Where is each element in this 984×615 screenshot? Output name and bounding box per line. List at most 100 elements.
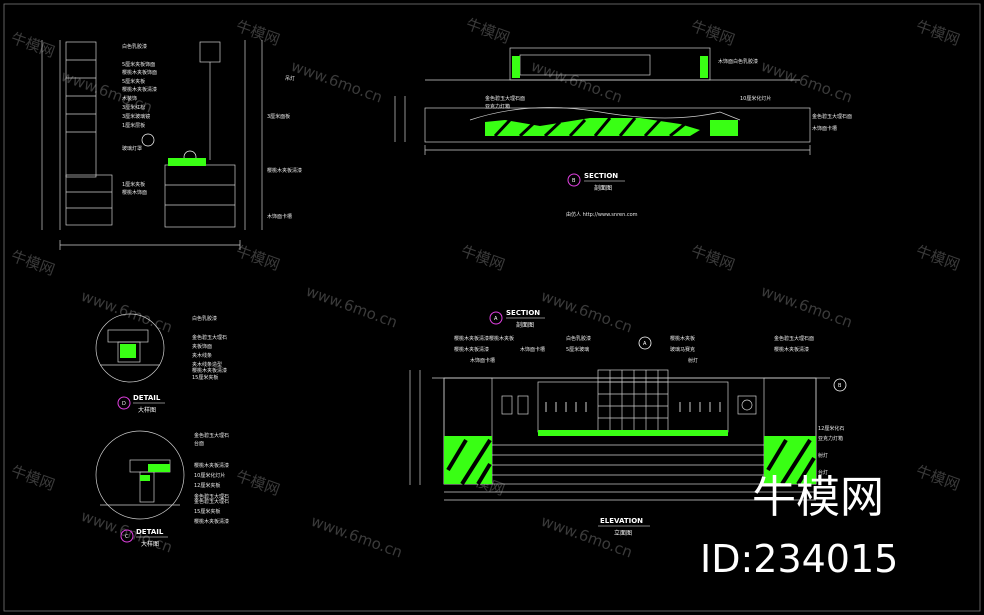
detail-2-title-block: C DETAIL 大样图	[120, 528, 168, 548]
detail-2-label: 台面	[194, 440, 204, 447]
elevation-label: 5厘米玻璃	[566, 346, 589, 353]
elevation-label: 台灯	[818, 469, 828, 476]
section-b-green-block	[710, 120, 738, 136]
section-a-label: 木装饰	[122, 95, 137, 102]
elevation-hatch	[446, 438, 816, 486]
section-b-subtitle: 剖面图	[594, 184, 612, 192]
section-a-labels: 白色乳胶漆 5厘米夹板饰面 樱桃木夹板饰面 5厘米夹板 樱桃木夹板清漆 木装饰 …	[122, 43, 302, 220]
drawing-border	[3, 3, 981, 612]
detail-2-green	[148, 464, 170, 472]
section-a-label: 3厘米红松	[122, 104, 145, 111]
detail-1-title: DETAIL	[133, 394, 161, 402]
elevation-title-block: ELEVATION 立面图	[598, 517, 650, 537]
detail-1-drawing	[95, 313, 165, 383]
section-b-label: 木饰面卡槽	[812, 125, 837, 132]
elevation-label: 射灯	[688, 357, 698, 364]
detail-1-label: 15厘米夹板	[192, 374, 218, 381]
elevation-labels-right: 12厘米化石 亚克力灯箱 射灯 台灯	[818, 425, 844, 476]
section-b-credit: 由仿人 http://www.snren.com	[566, 211, 638, 218]
detail-1-subtitle: 大样图	[138, 406, 156, 414]
elevation-label: 玻璃马赛克	[670, 346, 695, 353]
watermark-brand: 牛模网	[689, 242, 737, 274]
section-b-green-fill	[485, 118, 700, 136]
watermark-brand: 牛模网	[689, 17, 737, 49]
elevation-labels-top: 樱桃木夹板清漆 樱桃木夹板清漆 樱桃木夹板 木饰面卡槽 白色乳胶漆 5厘米玻璃 …	[454, 335, 814, 364]
elevation-label: 樱桃木夹板	[670, 335, 695, 342]
detail-2-label: 10厘米化灯片	[194, 472, 225, 479]
watermark-brand: 牛模网	[914, 17, 962, 49]
detail-2-label: 樱桃木夹板清漆	[194, 518, 229, 525]
elevation-label: 射灯	[818, 452, 828, 459]
detail-1-label: 金色碧玉大理石	[192, 334, 227, 341]
section-b-drawing	[394, 47, 811, 155]
section-b-green-small	[512, 56, 520, 78]
watermark-brand-large: 牛模网	[752, 472, 884, 523]
section-a-label: 樱桃木饰面	[122, 189, 147, 196]
section-b-label: 10厘米化灯片	[740, 95, 771, 102]
section-a-label: 3厘米玻璃镜	[122, 113, 150, 120]
detail-2-label: 樱桃木夹板清漆	[194, 462, 229, 469]
elevation-drawing	[409, 369, 830, 501]
section-a-marker-letter: A	[494, 316, 498, 322]
detail-1-green	[120, 344, 136, 358]
section-b-green-small	[700, 56, 708, 78]
watermark-brand: 牛模网	[9, 29, 57, 61]
detail-1-label: 夹木线条	[192, 352, 212, 359]
elevation-label: 木饰面卡槽	[470, 357, 495, 364]
detail-2-label: 金色碧玉大理石	[194, 498, 229, 505]
section-b-label: 亚克力灯箱	[485, 103, 510, 110]
section-b-label: 木饰面白色乳胶漆	[718, 58, 758, 65]
section-b-title-block: B SECTION 剖面图 由仿人 http://www.snren.com	[566, 172, 638, 218]
watermark-brand: 牛模网	[914, 462, 962, 494]
watermark-site: www.6mo.cn	[79, 287, 175, 337]
detail-2-marker-letter: C	[125, 534, 129, 540]
section-a-label: 1厘米层板	[122, 122, 145, 129]
watermark-site: www.6mo.cn	[759, 282, 855, 332]
section-a-title: SECTION	[506, 309, 540, 317]
section-b-labels: 木饰面白色乳胶漆 金色碧玉大理石面 亚克力灯箱 10厘米化灯片 金色碧玉大理石面…	[485, 58, 852, 132]
elevation-label: 白色乳胶漆	[566, 335, 591, 342]
elevation-label: 樱桃木夹板	[489, 335, 514, 342]
elevation-subtitle: 立面图	[614, 529, 632, 537]
section-a-label: 樱桃木夹板清漆	[267, 167, 302, 174]
elevation-markers: A B	[638, 336, 847, 392]
section-a-label: 玻璃灯罩	[122, 145, 142, 152]
elevation-title: ELEVATION	[600, 517, 643, 525]
watermark-site: www.6mo.cn	[529, 57, 625, 107]
section-b-label: 金色碧玉大理石面	[812, 113, 852, 120]
watermark-brand: 牛模网	[464, 15, 512, 47]
detail-2-marker	[120, 529, 134, 543]
section-a-marker	[489, 311, 503, 325]
detail-2-labels: 金色碧玉大理石 台面 樱桃木夹板清漆 10厘米化灯片 12厘米夹板 金色碧玉大理…	[194, 432, 229, 525]
watermark-site: www.6mo.cn	[759, 57, 855, 107]
section-a-drawing	[41, 40, 263, 250]
watermark-site: www.6mo.cn	[289, 57, 385, 107]
section-a-label: 5厘米夹板	[122, 78, 145, 85]
section-a-label: 白色乳胶漆	[122, 43, 147, 50]
elevation-label: 12厘米化石	[818, 425, 844, 432]
section-a-label: 5厘米夹板饰面	[122, 61, 155, 68]
detail-1-label: 夹木线条造型	[192, 361, 222, 368]
detail-1-label: 白色乳胶漆	[192, 315, 217, 322]
watermark-brand: 牛模网	[234, 467, 282, 499]
section-a-label: 樱桃木夹板清漆	[122, 86, 157, 93]
elevation-label: 樱桃木夹板清漆	[774, 346, 809, 353]
watermark-site: www.6mo.cn	[304, 282, 400, 332]
section-a-subtitle: 剖面图	[516, 321, 534, 329]
section-a-hatch	[168, 158, 206, 166]
section-b-hatch	[493, 117, 686, 138]
detail-1-label: 樱桃木夹板清漆	[192, 367, 227, 374]
detail-2-label: 15厘米夹板	[194, 508, 220, 515]
elevation-label: 木饰面卡槽	[520, 346, 545, 353]
watermark-id: ID:234015	[700, 537, 898, 581]
detail-1-labels: 白色乳胶漆 金色碧玉大理石 夹板饰面 夹木线条 夹木线条造型 樱桃木夹板清漆 1…	[192, 315, 227, 381]
detail-1-marker	[117, 396, 131, 410]
detail-2-label: 金色碧玉大理石	[194, 432, 229, 439]
section-a-label: 3厘米面板	[267, 113, 290, 120]
detail-2-label: 12厘米夹板	[194, 482, 220, 489]
section-a-label: 木饰面卡槽	[267, 213, 292, 220]
watermark-brand: 牛模网	[234, 242, 282, 274]
section-a-label: 樱桃木夹板饰面	[122, 69, 157, 76]
detail-1-marker-letter: D	[122, 401, 126, 407]
